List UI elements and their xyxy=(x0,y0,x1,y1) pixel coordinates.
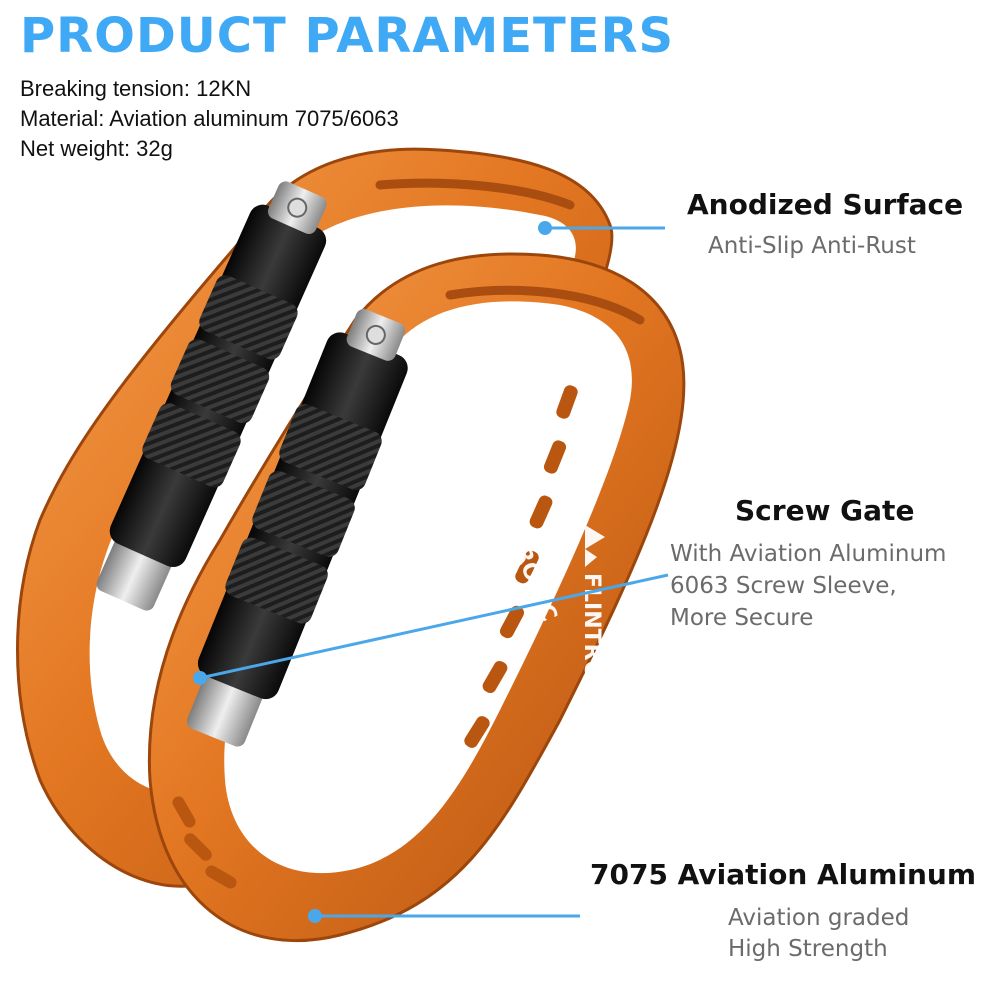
front-screw-gate xyxy=(186,309,408,747)
front-gate-knurl-2 xyxy=(252,470,355,557)
front-carabiner-bottom-grooves xyxy=(172,796,237,889)
callout-screw-gate-dot xyxy=(193,671,207,685)
back-screw-gate xyxy=(96,181,327,611)
callout-aluminum-dot xyxy=(308,909,322,923)
feature-aluminum-title: 7075 Aviation Aluminum xyxy=(590,858,977,891)
front-brand-engraving: FLINTRONIC xyxy=(579,525,605,722)
back-gate-knurl-3 xyxy=(142,403,241,488)
page-title: PRODUCT PARAMETERS xyxy=(20,8,675,64)
front-carabiner-inner xyxy=(224,301,632,874)
spec-breaking-tension: Breaking tension: 12KN xyxy=(20,76,252,101)
feature-screw-gate-line-1: With Aviation Aluminum xyxy=(670,541,947,567)
feature-anodized-line-1: Anti-Slip Anti-Rust xyxy=(708,233,916,259)
feature-screw-gate-title: Screw Gate xyxy=(735,494,915,527)
front-gate-rivet xyxy=(365,324,386,345)
front-gate-knurl-3 xyxy=(225,537,328,624)
front-gate-knurl-1 xyxy=(279,404,382,491)
feature-aluminum-line-1: Aviation graded xyxy=(728,905,910,931)
back-gate-rivet xyxy=(287,197,308,218)
spec-material: Material: Aviation aluminum 7075/6063 xyxy=(20,106,399,131)
back-carabiner-groove xyxy=(375,178,575,210)
brand-logo-icon xyxy=(585,525,605,567)
callout-anodized xyxy=(538,221,665,235)
callout-anodized-dot xyxy=(538,221,552,235)
back-gate-knurl-2 xyxy=(170,339,270,424)
back-gate-knurl-1 xyxy=(199,275,298,360)
front-brand-text: FLINTRONIC xyxy=(579,573,604,722)
spec-net-weight: Net weight: 32g xyxy=(20,136,173,161)
callout-aluminum xyxy=(308,909,580,923)
front-carabiner xyxy=(147,252,686,943)
brand-logo-icon xyxy=(470,440,494,479)
front-carabiner-top-groove xyxy=(445,285,645,325)
feature-screw-gate-line-2: 6063 Screw Sleeve, xyxy=(670,573,897,599)
feature-anodized-title: Anodized Surface xyxy=(687,188,964,221)
feature-aluminum-line-2: High Strength xyxy=(728,936,888,962)
callout-screw-gate xyxy=(193,573,669,685)
front-carabiner-spine-grooves xyxy=(464,385,578,748)
feature-screw-gate-line-3: More Secure xyxy=(670,605,814,631)
